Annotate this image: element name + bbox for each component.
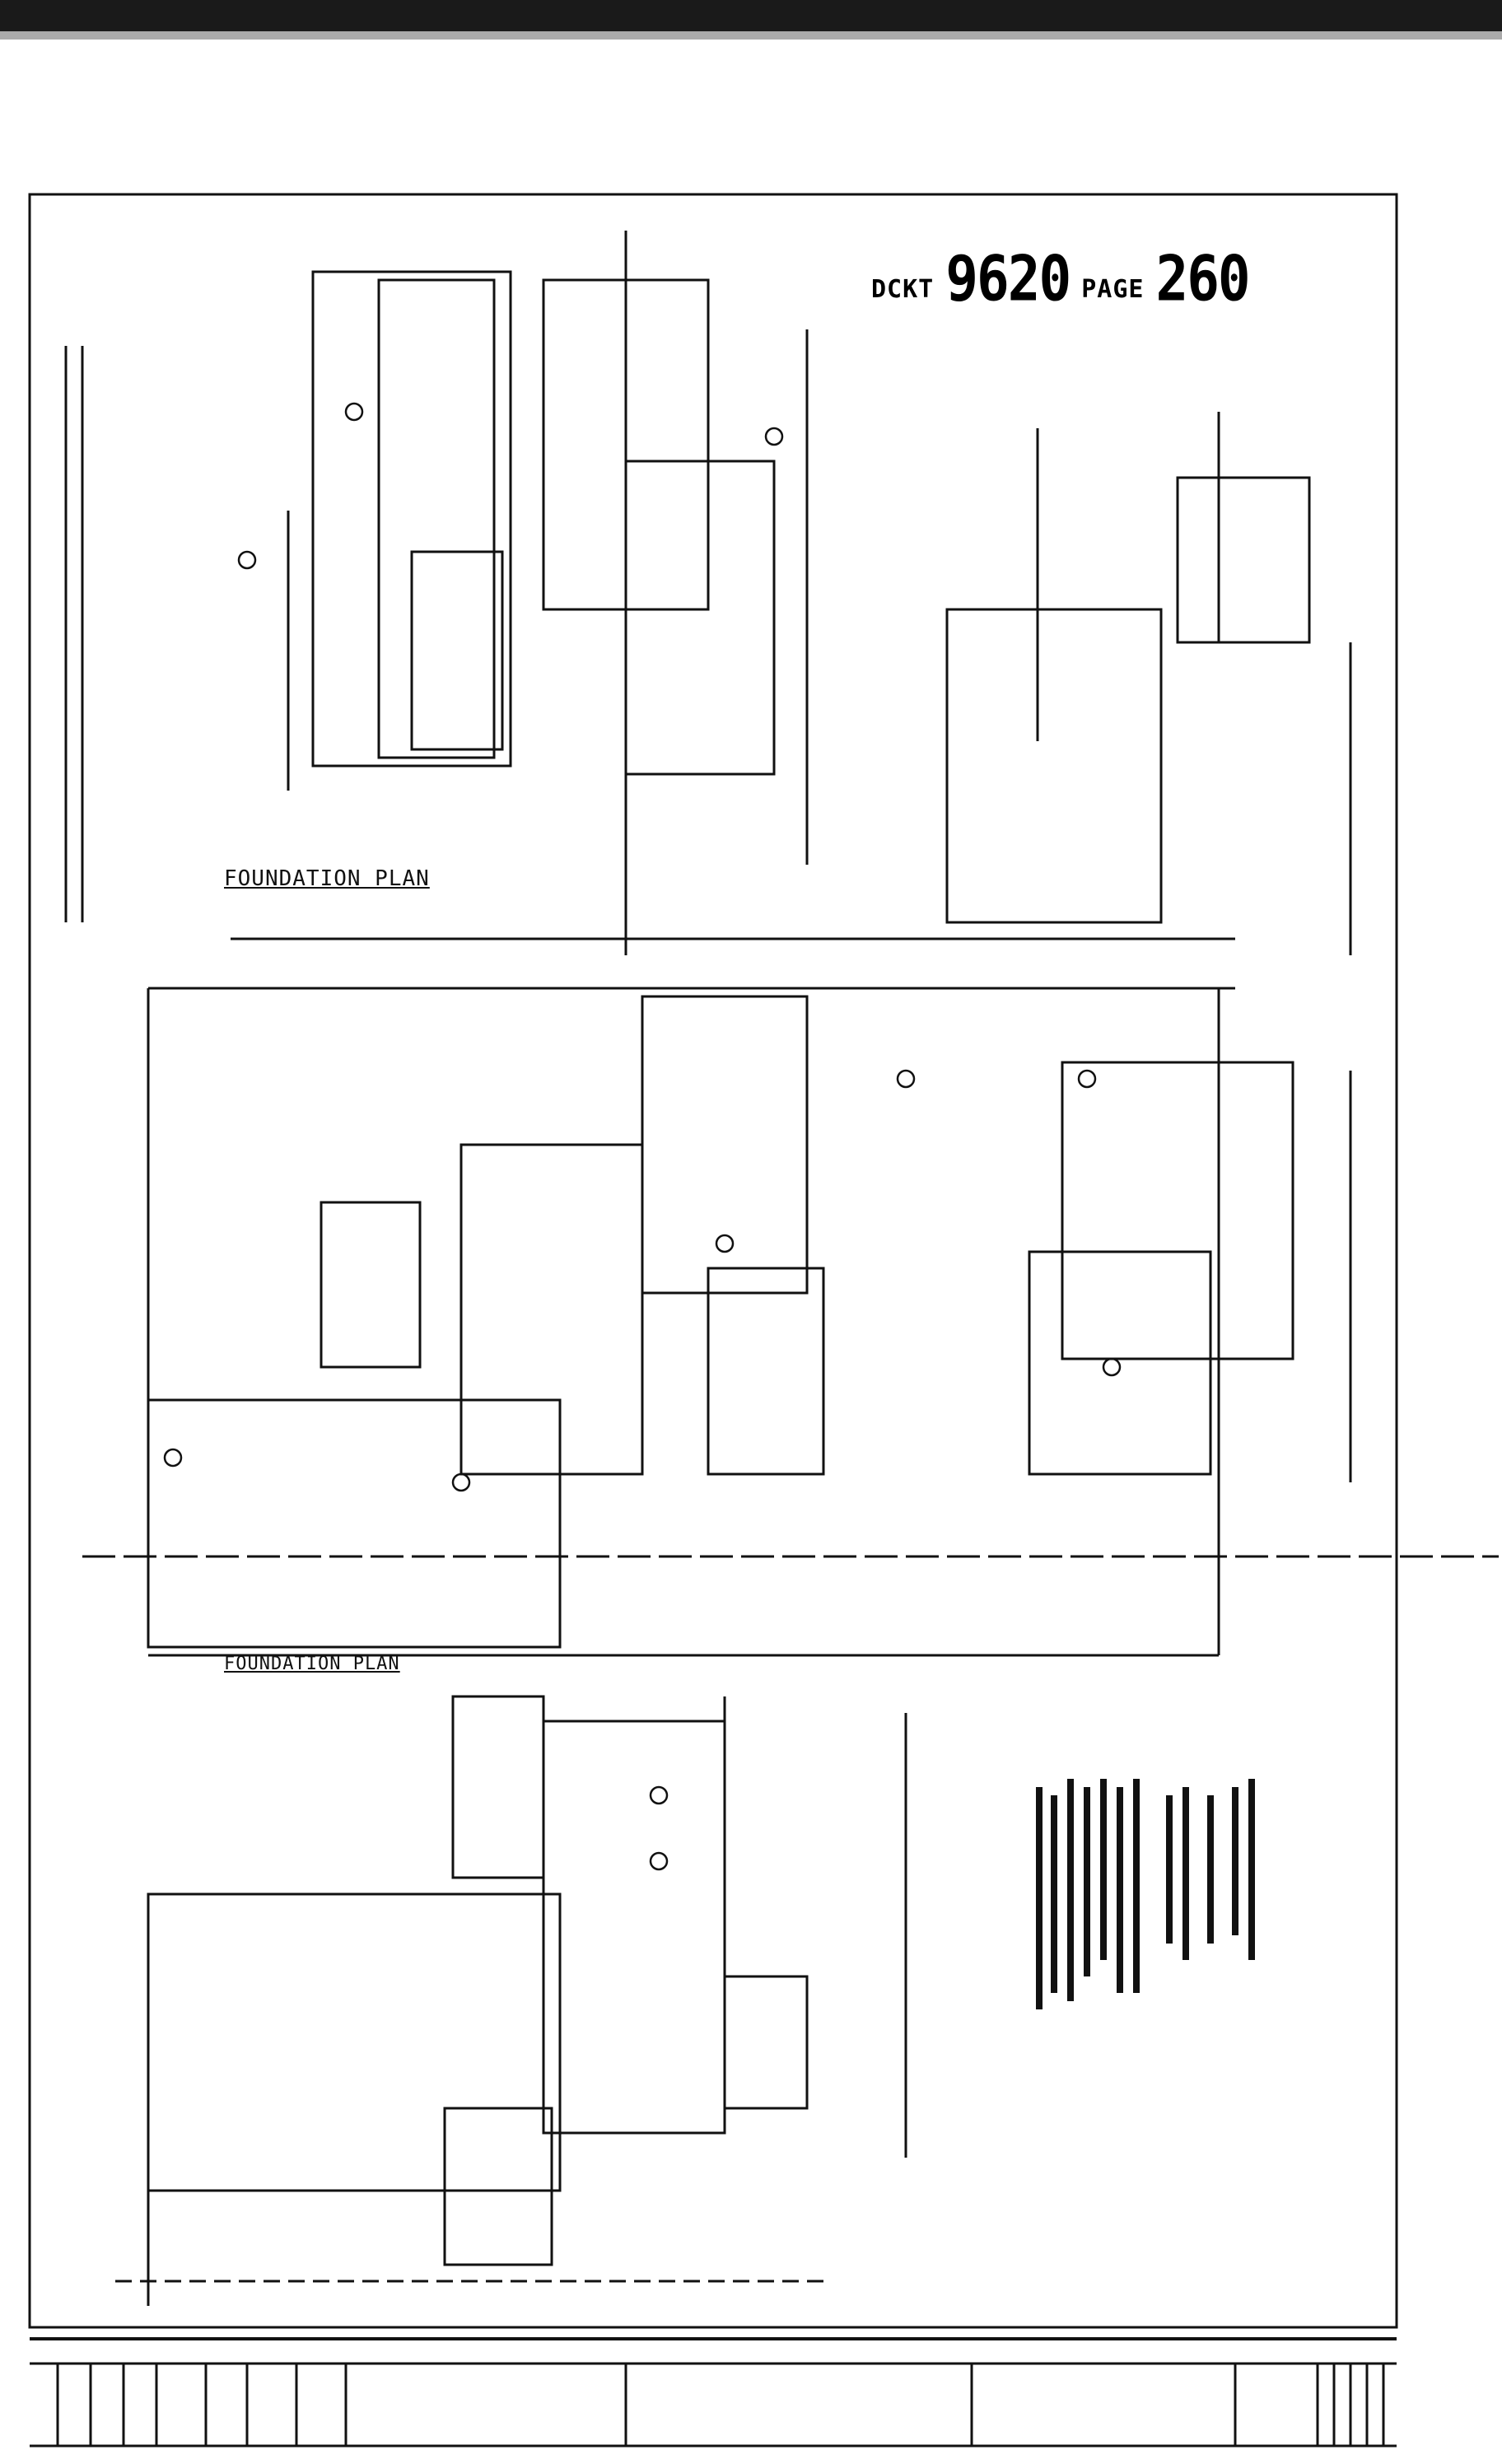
title-block xyxy=(56,2364,1385,2446)
foundation-plan-3 xyxy=(115,1695,907,2306)
foundation-plan-1 xyxy=(64,231,1352,955)
general-notes-block xyxy=(1036,1779,1255,2009)
recording-stamp: DCKT 9620 PAGE 260 xyxy=(871,242,1251,329)
book-prefix: DCKT xyxy=(871,275,935,304)
pile-markers xyxy=(163,402,1122,1871)
page-number: 260 xyxy=(1155,242,1250,315)
page-prefix: PAGE xyxy=(1081,275,1145,304)
plan-title-1: FOUNDATION PLAN xyxy=(224,866,430,891)
scan-edge-top xyxy=(0,0,1502,31)
scan-edge-shadow xyxy=(0,31,1502,40)
book-number: 9620 xyxy=(945,242,1071,315)
foundation-plan-2 xyxy=(82,987,1499,1657)
plan-title-2: FOUNDATION PLAN xyxy=(224,1654,400,1674)
sheet-border xyxy=(28,193,1398,2448)
